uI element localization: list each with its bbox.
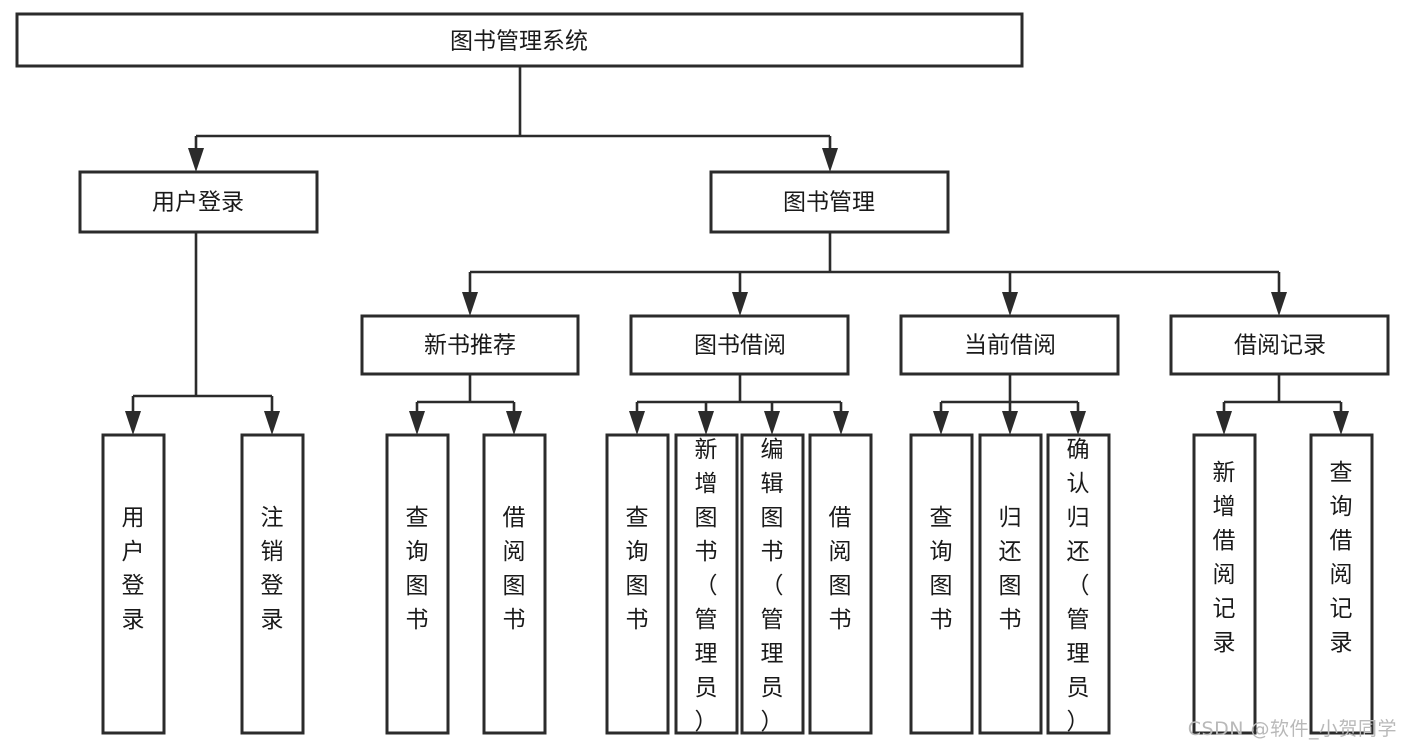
leaf-query-book-current-label: 查询图书: [930, 505, 953, 633]
leaf-node[interactable]: 借阅图书: [482, 433, 547, 735]
arrowhead-leaf-query-book-1: [409, 411, 425, 435]
leaf-borrow-book-borrow-box[interactable]: [808, 433, 873, 735]
node-book-management-label: 图书管理: [783, 190, 875, 216]
connector-layer: [125, 66, 1349, 435]
node-book-borrow[interactable]: 图书借阅: [629, 314, 850, 376]
leaf-confirm-return-box[interactable]: [1046, 433, 1111, 735]
node-current-borrow[interactable]: 当前借阅: [899, 314, 1120, 376]
arrowhead-leaf-return-book: [1002, 411, 1018, 435]
leaf-borrow-book-newbook-label: 借阅图书: [503, 505, 526, 633]
node-book-management-box[interactable]: [709, 170, 950, 234]
node-current-borrow-box[interactable]: [899, 314, 1120, 376]
leaf-node[interactable]: 查询图书: [909, 433, 974, 735]
arrowhead-leaf-add-book: [698, 411, 714, 435]
leaf-user-login-label: 用户登录: [122, 505, 145, 633]
arrowhead-borrowbook: [732, 292, 748, 316]
leaf-node[interactable]: 查询借阅记录: [1309, 433, 1374, 735]
node-book-management[interactable]: 图书管理: [709, 170, 950, 234]
node-root-box[interactable]: [15, 12, 1024, 68]
arrowhead-leaf-user-login: [125, 411, 141, 435]
leaf-query-record-label: 查询借阅记录: [1330, 460, 1353, 656]
node-borrow-record-label: 借阅记录: [1234, 333, 1326, 359]
node-user-login[interactable]: 用户登录: [78, 170, 319, 234]
leaf-node[interactable]: 借阅图书: [808, 433, 873, 735]
leaf-query-record-box[interactable]: [1309, 433, 1374, 735]
connector-borrowbook-to-leaves: [635, 374, 843, 418]
leaf-confirm-return-label: 确认归还（管理员）: [1067, 437, 1090, 735]
arrowhead-book-manage: [822, 148, 838, 172]
arrowhead-user-login: [188, 148, 204, 172]
node-new-book-recommend-box[interactable]: [360, 314, 580, 376]
arrowhead-leaf-borrow-book-1: [506, 411, 522, 435]
arrowhead-leaf-add-record: [1216, 411, 1232, 435]
leaf-borrow-book-newbook-box[interactable]: [482, 433, 547, 735]
arrowhead-borrowrecord: [1271, 292, 1287, 316]
leaf-node[interactable]: 新增图书（管理员）: [674, 433, 739, 735]
leaf-query-book-newbook-box[interactable]: [385, 433, 450, 735]
arrowhead-leaf-borrow-book-2: [833, 411, 849, 435]
leaf-logout-label: 注销登录: [261, 505, 284, 633]
leaf-edit-book-label: 编辑图书（管理员）: [761, 437, 784, 735]
leaf-query-book-newbook-label: 查询图书: [406, 505, 429, 633]
leaf-node[interactable]: 查询图书: [605, 433, 670, 735]
leaf-node[interactable]: 确认归还（管理员）: [1046, 433, 1111, 735]
leaf-add-record-box[interactable]: [1192, 433, 1257, 735]
connector-userlogin-to-leaves: [131, 232, 274, 418]
connector-currentborrow-to-leaves: [939, 374, 1080, 418]
leaf-add-book-box[interactable]: [674, 433, 739, 735]
arrowhead-leaf-query-book-3: [933, 411, 949, 435]
leaf-logout-box[interactable]: [240, 433, 305, 735]
arrowhead-leaf-edit-book: [764, 411, 780, 435]
leaf-return-book-box[interactable]: [978, 433, 1043, 735]
leaf-add-book-label: 新增图书（管理员）: [695, 437, 718, 735]
leaf-query-book-current-box[interactable]: [909, 433, 974, 735]
connector-bookmanage-to-level3: [468, 232, 1281, 300]
node-new-book-recommend[interactable]: 新书推荐: [360, 314, 580, 376]
arrowhead-currentborrow: [1002, 292, 1018, 316]
node-root-label: 图书管理系统: [450, 29, 588, 55]
connector-newbook-to-leaves: [415, 374, 516, 418]
leaf-node[interactable]: 新增借阅记录: [1192, 433, 1257, 735]
leaf-edit-book-box[interactable]: [740, 433, 805, 735]
leaf-add-record-label: 新增借阅记录: [1213, 460, 1236, 656]
node-root-book-management-system[interactable]: 图书管理系统: [15, 12, 1024, 68]
arrowhead-leaf-query-record: [1333, 411, 1349, 435]
leaf-node[interactable]: 归还图书: [978, 433, 1043, 735]
leaf-node[interactable]: 注销登录: [240, 433, 305, 735]
leaf-node[interactable]: 用户登录: [101, 433, 166, 735]
leaf-user-login-box[interactable]: [101, 433, 166, 735]
arrowhead-leaf-confirm-return: [1070, 411, 1086, 435]
arrowhead-leaf-logout: [264, 411, 280, 435]
node-book-borrow-box[interactable]: [629, 314, 850, 376]
node-user-login-label: 用户登录: [152, 190, 244, 216]
leaf-borrow-book-borrow-label: 借阅图书: [829, 505, 852, 633]
connector-borrowrecord-to-leaves: [1222, 374, 1343, 418]
arrowhead-leaf-query-book-2: [629, 411, 645, 435]
leaf-query-book-borrow-label: 查询图书: [626, 505, 649, 633]
leaf-node[interactable]: 查询图书: [385, 433, 450, 735]
node-book-borrow-label: 图书借阅: [694, 333, 786, 359]
connector-root-to-level2: [194, 66, 832, 156]
arrowhead-newbook: [462, 292, 478, 316]
node-current-borrow-label: 当前借阅: [964, 333, 1056, 359]
node-borrow-record-box[interactable]: [1169, 314, 1390, 376]
node-new-book-recommend-label: 新书推荐: [424, 333, 516, 359]
node-user-login-box[interactable]: [78, 170, 319, 234]
leaf-return-book-label: 归还图书: [999, 505, 1022, 633]
leaf-query-book-borrow-box[interactable]: [605, 433, 670, 735]
leaf-node[interactable]: 编辑图书（管理员）: [740, 433, 805, 735]
node-borrow-record[interactable]: 借阅记录: [1169, 314, 1390, 376]
